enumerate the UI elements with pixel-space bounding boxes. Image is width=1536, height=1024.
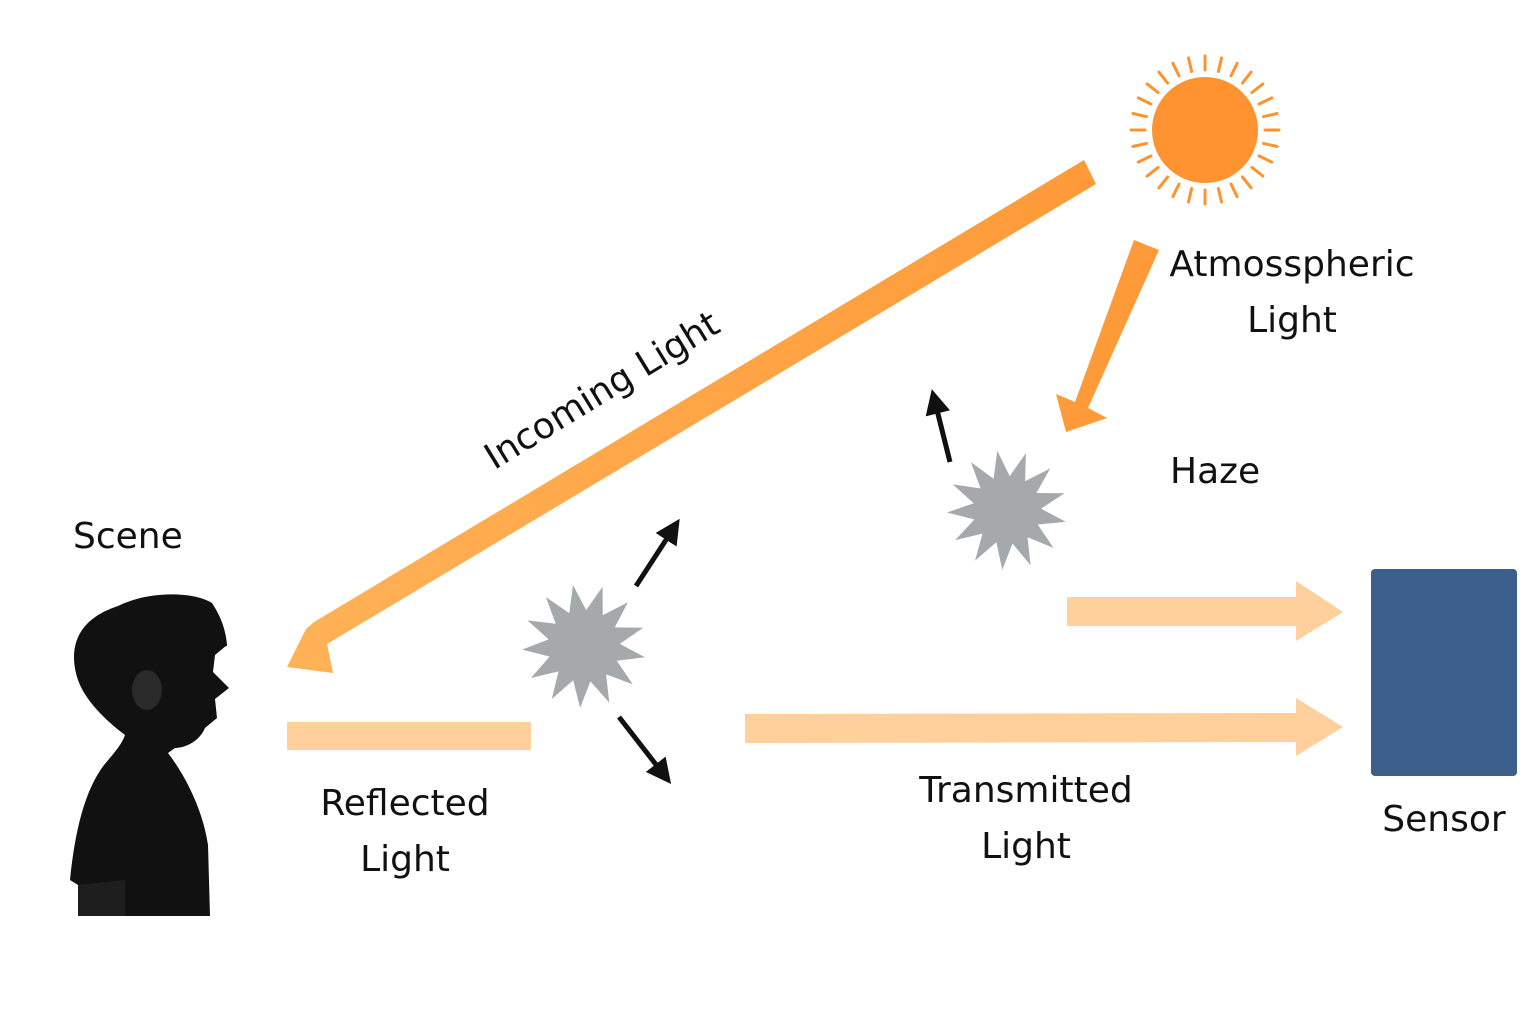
person-silhouette-icon bbox=[70, 594, 229, 916]
sun-icon bbox=[1129, 54, 1281, 206]
atmospheric-light-label-line1: Atmosspheric bbox=[1169, 244, 1415, 285]
scene-label-text: Scene bbox=[73, 516, 183, 557]
scatter-arrow-down-right bbox=[617, 715, 672, 784]
atmospheric-light-label-line2: Light bbox=[1247, 299, 1337, 341]
sun-ray bbox=[1229, 61, 1239, 78]
sensor-icon bbox=[1371, 569, 1517, 776]
transmitted-light-label: Transmitted Light bbox=[906, 763, 1146, 875]
haze-label-text: Haze bbox=[1170, 451, 1261, 492]
atmospheric-light-arrow bbox=[1056, 240, 1159, 432]
transmitted-light-arrow bbox=[745, 698, 1343, 756]
reflected-light-label-line2: Light bbox=[360, 838, 450, 880]
sun-ray bbox=[1171, 61, 1181, 78]
sun-ray bbox=[1250, 165, 1265, 178]
sun-ray bbox=[1187, 56, 1194, 73]
sun-ray bbox=[1131, 141, 1148, 148]
sun-ray bbox=[1240, 70, 1253, 85]
atmospheric-light-label: Atmosspheric Light bbox=[1168, 237, 1416, 349]
sun-ray bbox=[1216, 187, 1223, 204]
sun-ray bbox=[1250, 82, 1265, 95]
haze-label: Haze bbox=[1170, 444, 1260, 500]
scene-label: Scene bbox=[73, 509, 183, 565]
sun-ray bbox=[1136, 154, 1153, 164]
sun-ray bbox=[1257, 96, 1274, 106]
sun-ray bbox=[1145, 165, 1160, 178]
haze-particle-icon bbox=[522, 585, 645, 708]
scatter-arrow-up bbox=[925, 389, 953, 463]
sun-ray bbox=[1145, 82, 1160, 95]
scatter-arrow-up-right bbox=[633, 518, 680, 588]
sun-ray bbox=[1257, 154, 1274, 164]
transmitted-light-label-line1: Transmitted bbox=[919, 770, 1133, 811]
transmitted-light-label-line2: Light bbox=[981, 825, 1071, 867]
airlight-to-sensor-arrow bbox=[1067, 581, 1343, 641]
sun-ray bbox=[1262, 112, 1279, 119]
incoming-light-arrow bbox=[287, 160, 1096, 673]
sun-ray bbox=[1216, 56, 1223, 73]
sun-ray bbox=[1240, 175, 1253, 190]
reflected-light-label: Reflected Light bbox=[300, 776, 510, 888]
reflected-light-label-line1: Reflected bbox=[320, 783, 490, 824]
sensor-label-text: Sensor bbox=[1382, 799, 1506, 840]
sun-ray bbox=[1187, 187, 1194, 204]
reflected-light-beam bbox=[287, 722, 531, 750]
sun-ray bbox=[1157, 70, 1170, 85]
sun-ray bbox=[1131, 112, 1148, 119]
sun-ray bbox=[1229, 182, 1239, 199]
sun-ray bbox=[1157, 175, 1170, 190]
sun-ray bbox=[1262, 141, 1279, 148]
sun-ray bbox=[1136, 96, 1153, 106]
sensor-label: Sensor bbox=[1374, 792, 1514, 848]
haze-particle-icon bbox=[947, 450, 1066, 570]
sun-ray bbox=[1171, 182, 1181, 199]
